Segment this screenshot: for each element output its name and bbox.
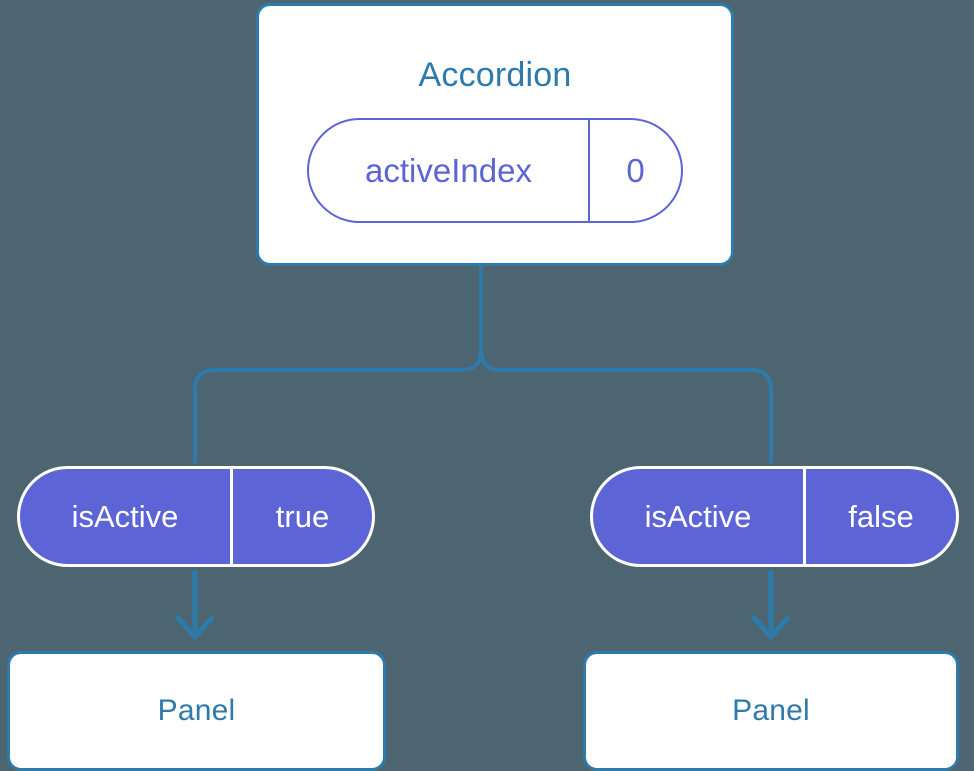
prop-pill-is-active-left[interactable]: isActive true bbox=[17, 466, 375, 567]
connector-accordion-to-right-pill bbox=[479, 264, 773, 464]
arrow-left-head-icon bbox=[175, 615, 215, 640]
prop-pill-key-left: isActive bbox=[20, 469, 233, 564]
panel-title-left: Panel bbox=[157, 694, 236, 727]
prop-pill-value-left: true bbox=[275, 498, 330, 534]
prop-pill-value-right: false bbox=[848, 498, 914, 534]
state-pill-key: activeIndex bbox=[309, 120, 590, 221]
connector-accordion-to-left-pill bbox=[193, 264, 483, 464]
panel-component-card-left[interactable]: Panel bbox=[7, 651, 386, 771]
state-pill-value: 0 bbox=[626, 151, 645, 189]
panel-title-right: Panel bbox=[732, 694, 810, 727]
panel-component-card-right[interactable]: Panel bbox=[583, 651, 959, 771]
accordion-title: Accordion bbox=[418, 56, 572, 94]
prop-pill-key-right: isActive bbox=[593, 469, 806, 564]
prop-pill-is-active-right[interactable]: isActive false bbox=[590, 466, 959, 567]
state-pill-active-index[interactable]: activeIndex 0 bbox=[307, 118, 683, 223]
arrow-right-head-icon bbox=[751, 615, 791, 640]
